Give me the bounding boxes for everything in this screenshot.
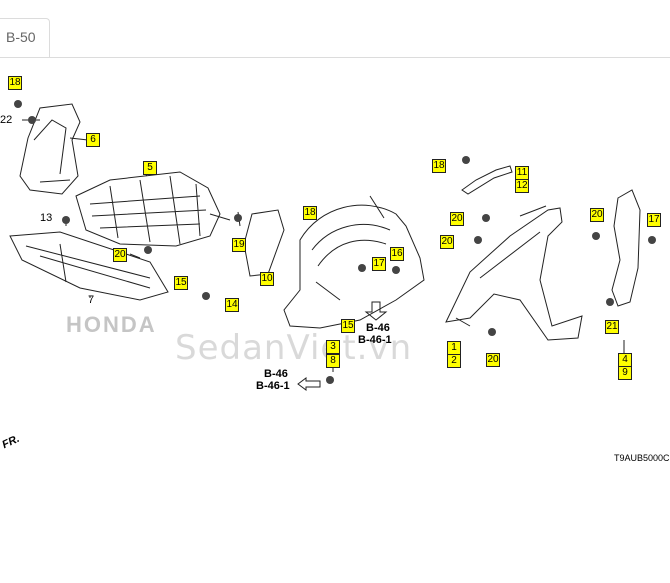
callout-20e[interactable]: 20 <box>590 208 604 222</box>
reference-line-2: B-46-1 <box>256 380 290 392</box>
callout-17[interactable]: 17 <box>372 257 386 271</box>
nut-21-icon <box>606 298 614 306</box>
tab-bar: B-50 <box>0 0 670 58</box>
callout-20[interactable]: 20 <box>113 248 127 262</box>
callout-18b[interactable]: 18 <box>303 206 317 220</box>
reference-arrow-down <box>364 301 388 321</box>
clip-19-icon <box>234 214 242 222</box>
side-bracket <box>243 209 285 277</box>
callout-18c[interactable]: 18 <box>432 159 446 173</box>
front-fender <box>445 207 583 341</box>
front-splash-shield-upper <box>19 103 81 195</box>
reference-line-2: B-46-1 <box>358 334 392 346</box>
reference-arrow-left <box>297 377 321 391</box>
clip-17b-icon <box>648 236 656 244</box>
bolt-20-icon <box>144 246 152 254</box>
callout-12[interactable]: 12 <box>515 179 529 193</box>
clip-18c-icon <box>462 156 470 164</box>
part-number-13: 13 <box>40 212 53 224</box>
bolt-20d-icon <box>488 328 496 336</box>
callout-20b[interactable]: 20 <box>450 212 464 226</box>
callout-20c[interactable]: 20 <box>440 235 454 249</box>
bolt-13-icon <box>62 216 70 224</box>
callout-4[interactable]: 4 <box>618 353 632 367</box>
fender-trim <box>461 165 513 195</box>
callout-11[interactable]: 11 <box>515 166 529 180</box>
callout-6[interactable]: 6 <box>86 133 100 147</box>
callout-18[interactable]: 18 <box>8 76 22 90</box>
part-number-22: 22 <box>0 114 13 126</box>
reference-b46-down[interactable]: B-46 B-46-1 <box>358 322 392 346</box>
callout-3[interactable]: 3 <box>326 340 340 354</box>
callout-8[interactable]: 8 <box>326 354 340 368</box>
lower-front-cover <box>9 231 169 301</box>
callout-14[interactable]: 14 <box>225 298 239 312</box>
illustration-code: T9AUB5000C <box>614 453 670 463</box>
callout-21[interactable]: 21 <box>605 320 619 334</box>
callout-1[interactable]: 1 <box>447 341 461 355</box>
tab-b-50[interactable]: B-50 <box>0 18 50 58</box>
callout-19[interactable]: 19 <box>232 238 246 252</box>
bolt-20e-icon <box>592 232 600 240</box>
parts-diagram: SedanViet.vn HONDA FR. 22 13 7 18 6 5 20… <box>0 58 670 583</box>
callout-15b[interactable]: 15 <box>341 319 355 333</box>
callout-2[interactable]: 2 <box>447 354 461 368</box>
callout-16[interactable]: 16 <box>390 247 404 261</box>
bolt-20c-icon <box>474 236 482 244</box>
clip-18-icon <box>14 100 22 108</box>
reference-line-1: B-46 <box>264 368 288 380</box>
callout-5[interactable]: 5 <box>143 161 157 175</box>
bolt-20b-icon <box>482 214 490 222</box>
watermark: SedanViet.vn <box>175 328 413 368</box>
clip-22-icon <box>28 116 36 124</box>
reference-b46-left[interactable]: B-46 B-46-1 <box>256 368 290 392</box>
callout-20d[interactable]: 20 <box>486 353 500 367</box>
callout-10[interactable]: 10 <box>260 272 274 286</box>
fender-mount-bracket <box>611 189 641 307</box>
bolt-14-icon <box>202 292 210 300</box>
tab-label: B-50 <box>6 29 36 45</box>
reference-line-1: B-46 <box>366 322 390 334</box>
fender-liner <box>283 204 425 329</box>
callout-17b[interactable]: 17 <box>647 213 661 227</box>
clip-3-icon <box>326 376 334 384</box>
tab-bar-divider <box>0 57 670 58</box>
part-number-7: 7 <box>88 294 95 306</box>
clip-16-icon <box>392 266 400 274</box>
clip-17-icon <box>358 264 366 272</box>
callout-9[interactable]: 9 <box>618 366 632 380</box>
honda-logo: HONDA <box>66 312 157 337</box>
engine-undercover <box>75 171 221 247</box>
callout-15[interactable]: 15 <box>174 276 188 290</box>
